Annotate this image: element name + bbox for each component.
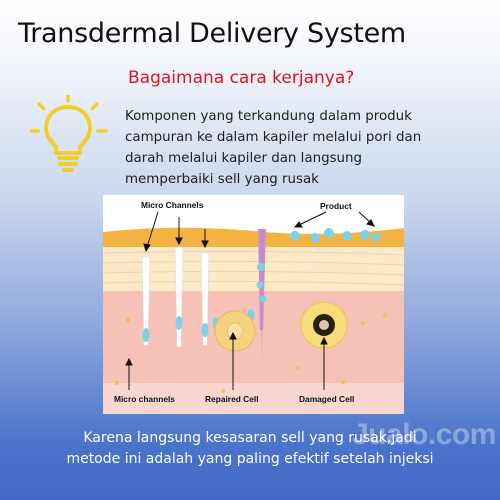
skin-diagram: Micro Channels Product Micro channels Re… <box>103 195 404 414</box>
description-line: campuran ke dalam kapiler melalui pori d… <box>125 130 422 145</box>
lightbulb-icon <box>29 93 110 175</box>
page-title: Transdermal Delivery System <box>18 18 406 49</box>
label-micro-channels-top: Micro Channels <box>141 200 204 210</box>
footer-text: Karena langsung kesasaran sell yang rusa… <box>0 428 500 470</box>
description-line: memperbaiki sell yang rusak <box>125 172 319 187</box>
watermark: Jualo.com <box>352 418 496 451</box>
footer-line: metode ini adalah yang paling efektif se… <box>66 451 434 467</box>
label-damaged-cell: Damaged Cell <box>299 394 354 404</box>
label-micro-channels-bottom: Micro channels <box>114 394 175 404</box>
label-product: Product <box>320 201 352 211</box>
description-line: Komponen yang terkandung dalam produk <box>125 109 412 124</box>
skin-diagram-illustration: Micro Channels Product Micro channels Re… <box>103 195 404 414</box>
label-repaired-cell: Repaired Cell <box>205 394 259 404</box>
description: Komponen yang terkandung dalam produk ca… <box>125 106 495 190</box>
description-line: darah melalui kapiler dan langsung <box>125 151 363 166</box>
page-subtitle: Bagaimana cara kerjanya? <box>128 68 355 88</box>
footer-line: Karena langsung kesasaran sell yang rusa… <box>83 430 417 446</box>
